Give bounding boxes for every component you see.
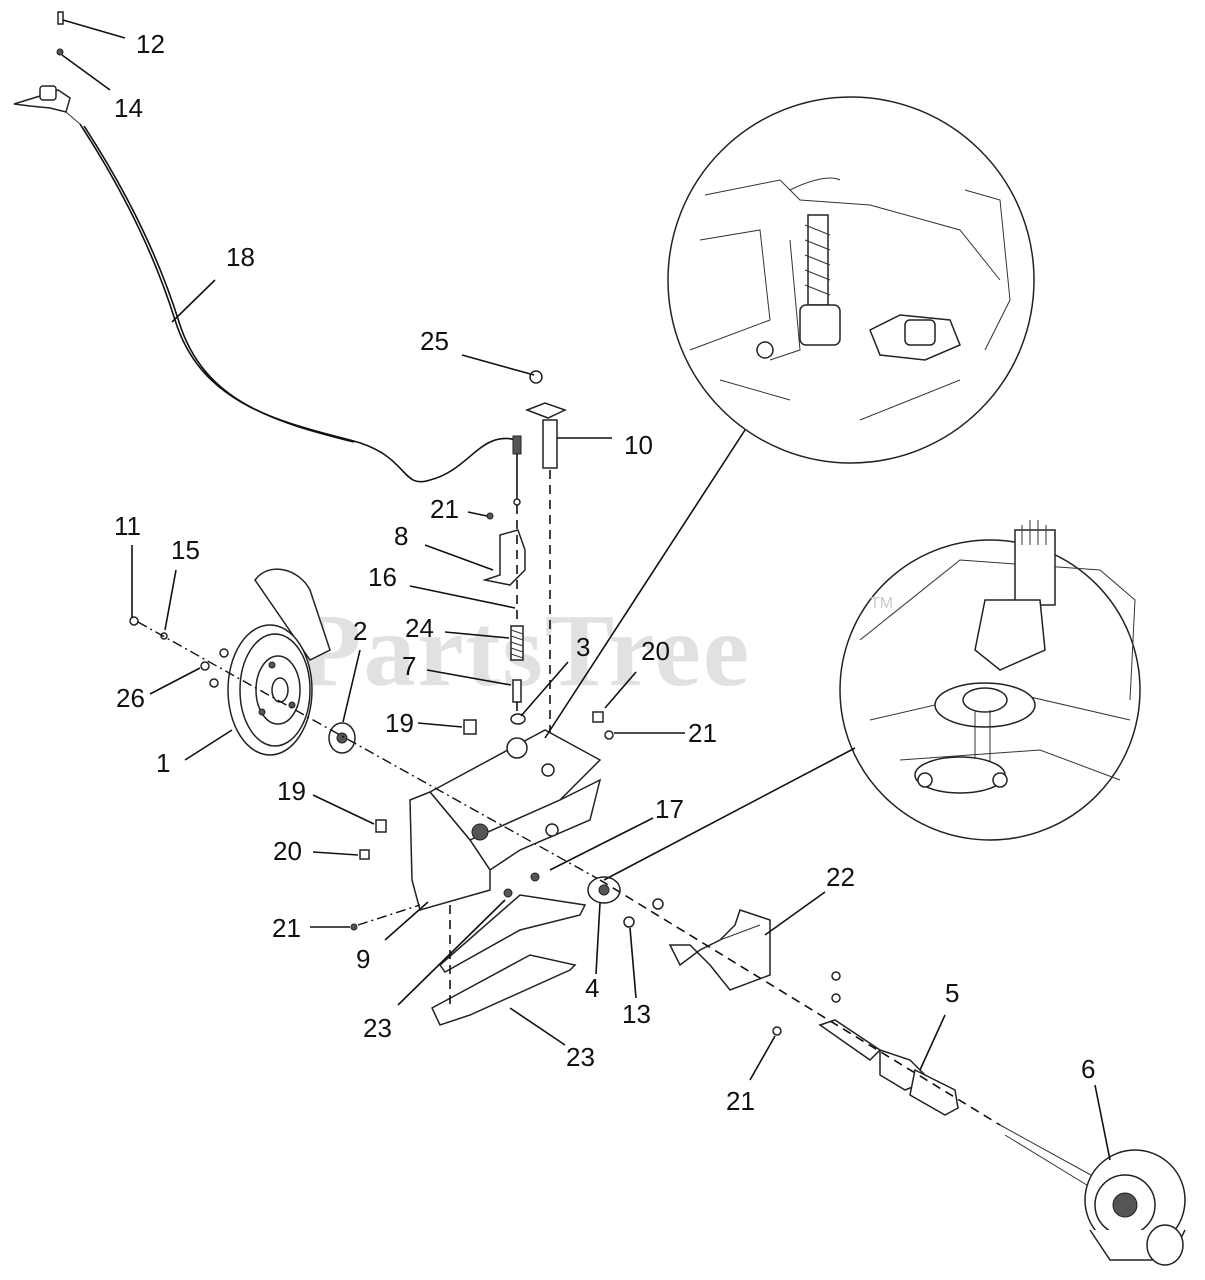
nut-21-bottom	[772, 1026, 782, 1036]
gearbox-6	[1084, 1149, 1186, 1266]
main-bracket-9	[409, 729, 602, 911]
callout-5: 5	[945, 978, 959, 1008]
watermark-trademark: TM	[870, 595, 893, 612]
callout-21-bottom: 21	[726, 1086, 755, 1116]
control-cable	[79, 123, 518, 483]
callout-13: 13	[622, 999, 651, 1029]
callout-6: 6	[1081, 1054, 1095, 1084]
callout-20-upper: 20	[641, 636, 670, 666]
callout-19-upper: 19	[385, 708, 414, 738]
callout-11: 11	[114, 511, 141, 541]
callout-24: 24	[405, 613, 434, 643]
callout-21-top: 21	[430, 494, 459, 524]
callout-8: 8	[394, 521, 408, 551]
shield-23-upper	[438, 894, 587, 973]
cable-end	[512, 435, 522, 455]
bolt-20-lower	[359, 849, 370, 860]
clip-19-upper	[463, 719, 477, 735]
bolt-11	[129, 616, 139, 626]
callout-1: 1	[156, 748, 170, 778]
pulley-1	[227, 568, 331, 756]
callout-19-lower: 19	[277, 776, 306, 806]
shield-22	[668, 909, 771, 991]
pin-12	[57, 11, 64, 25]
callout-23-lower: 23	[566, 1042, 595, 1072]
callout-9: 9	[356, 944, 370, 974]
bolt-13	[623, 916, 635, 928]
callout-14: 14	[114, 93, 143, 123]
bracket-8	[482, 529, 526, 586]
callout-2: 2	[353, 616, 367, 646]
callout-3: 3	[576, 632, 590, 662]
callout-26: 26	[116, 683, 145, 713]
nut-21-left	[350, 923, 358, 931]
callout-22: 22	[826, 862, 855, 892]
callout-7: 7	[402, 651, 416, 681]
clip-19-lower	[375, 819, 387, 833]
bearing-flange-4	[587, 876, 621, 904]
callout-10: 10	[624, 430, 653, 460]
control-lever	[13, 85, 81, 125]
detail-view-cable-spring	[667, 96, 1035, 464]
washer-3	[510, 713, 526, 725]
spring-24	[510, 625, 524, 661]
callout-25: 25	[420, 326, 449, 356]
pivot-pin-10	[524, 402, 567, 469]
callout-17: 17	[655, 794, 684, 824]
nut-25	[529, 370, 543, 384]
callout-4: 4	[585, 973, 599, 1003]
callout-labels: 12 14 18 25 10 21 8 11 15 16 24 2 3 20 7…	[114, 29, 1095, 1116]
watermark-text: PartsTree	[298, 593, 751, 708]
rod-7	[512, 679, 522, 703]
callout-15: 15	[171, 535, 200, 565]
detail-view-universal-joint	[839, 520, 1141, 841]
callout-21-left: 21	[272, 913, 301, 943]
nut-21-right	[604, 730, 614, 740]
driveshaft-5	[818, 1019, 959, 1116]
bolt-20-upper	[592, 711, 604, 723]
hub-2	[328, 722, 356, 754]
callout-18: 18	[226, 242, 255, 272]
shield-23-lower	[431, 954, 577, 1026]
callout-16: 16	[368, 562, 397, 592]
callout-12: 12	[136, 29, 165, 59]
callout-21-right: 21	[688, 718, 717, 748]
clip-14	[56, 48, 64, 56]
nut-26	[200, 661, 210, 671]
callout-20-lower: 20	[273, 836, 302, 866]
callout-23-upper: 23	[363, 1013, 392, 1043]
leader-lines	[61, 19, 1111, 1161]
